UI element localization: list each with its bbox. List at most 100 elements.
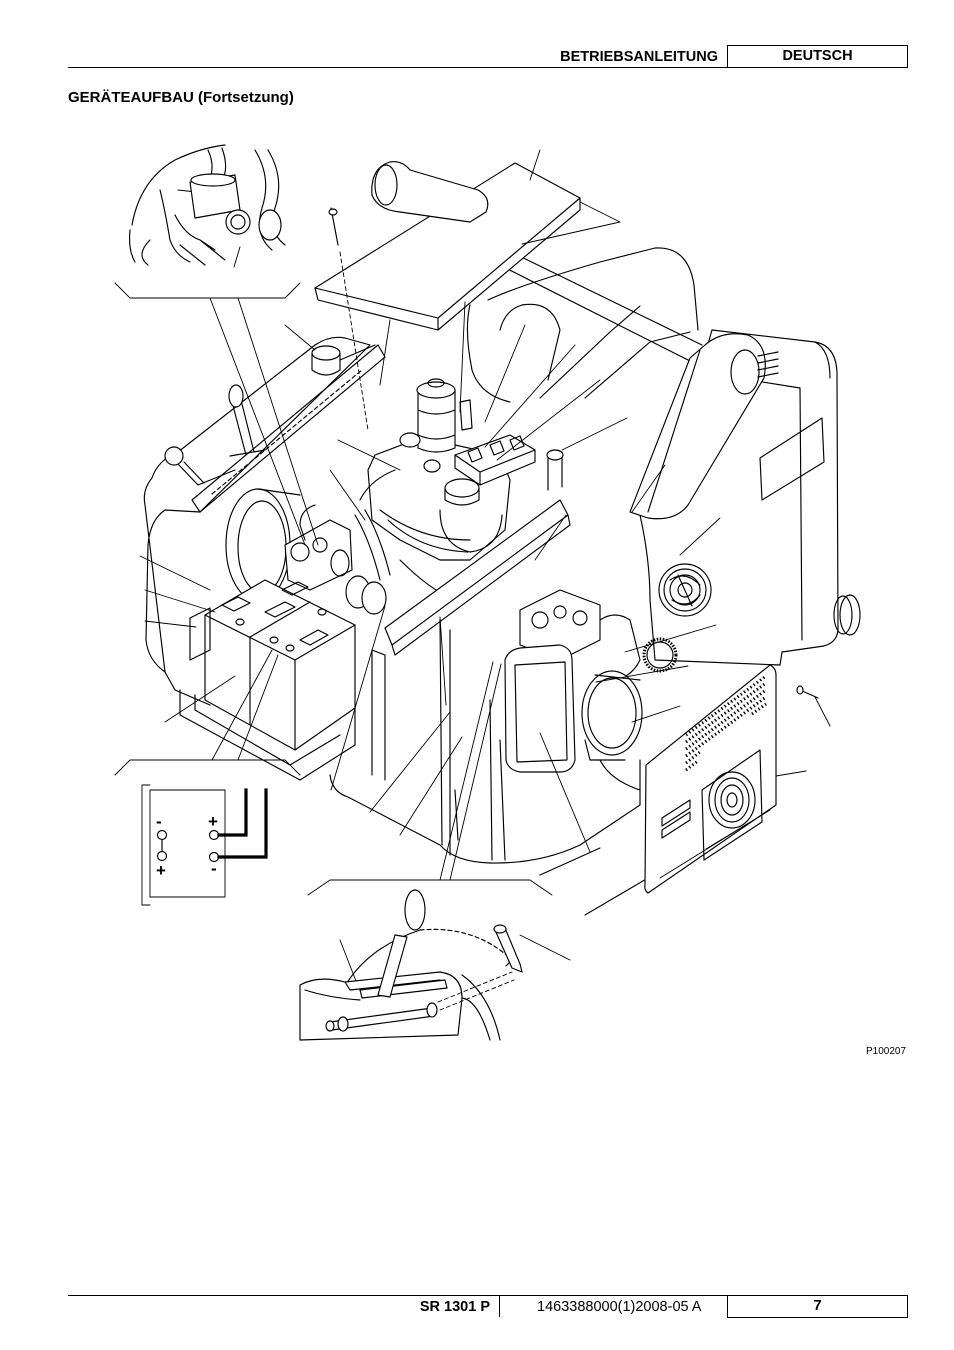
- oil-reservoir: [311, 344, 376, 376]
- pump-inset-fitting-inner: [230, 214, 246, 230]
- left-side-rail-holes: [211, 369, 363, 495]
- fan-grille-ring: [669, 574, 701, 606]
- pump-detail-inset: [128, 144, 286, 266]
- battery-post: [269, 636, 279, 644]
- lever-swing-arc-dashed: [419, 928, 513, 961]
- cover-fan-grille: [720, 784, 744, 816]
- secondary-lever-top: [493, 924, 507, 934]
- suction-ring-mount: [584, 674, 641, 761]
- battery-post: [317, 608, 327, 616]
- terminal-bottom-left: [156, 850, 168, 862]
- pump-inset-outline: [128, 144, 227, 266]
- footer-separator: [499, 1296, 500, 1317]
- front-cover-panel: [644, 664, 777, 894]
- polarity-bottom-right: -: [211, 859, 217, 878]
- footer-doc-number: 1463388000(1)2008-05 A: [537, 1299, 702, 1315]
- cover-fan-frame: [701, 749, 763, 861]
- pump-port: [312, 537, 328, 553]
- linkage-dashed: [437, 971, 515, 1011]
- front-lever-knob: [164, 446, 184, 466]
- pump-housing: [504, 644, 576, 773]
- roll-bar-cap: [730, 349, 760, 395]
- lever-console-details: [304, 974, 501, 1041]
- cover-fan-grille: [708, 771, 756, 829]
- fuel-tank: [439, 509, 503, 553]
- battery-terminals: [221, 581, 329, 646]
- machine-body: [143, 161, 861, 916]
- relays: [467, 435, 525, 463]
- cover-fan-grille: [714, 777, 750, 823]
- valve: [553, 605, 567, 619]
- lock-rod-end: [426, 1002, 438, 1018]
- rear-wheel-outer: [839, 594, 861, 636]
- suction-ring-outer: [581, 670, 643, 756]
- lever-knob: [404, 889, 426, 931]
- fan-grille-hub: [677, 582, 693, 598]
- top-pin-head: [328, 208, 338, 216]
- left-lever-knob: [228, 384, 244, 408]
- roll-bar-bracket: [371, 161, 489, 223]
- roll-bar-bolts: [757, 351, 779, 378]
- pump-flange: [330, 549, 350, 577]
- relay-box: [454, 434, 536, 486]
- cover-slots: [661, 799, 691, 839]
- side-pin-head: [796, 685, 804, 695]
- fuel-filler-cap: [546, 449, 564, 461]
- figure-code: P100207: [866, 1046, 907, 1057]
- oil-reservoir-cap: [311, 345, 341, 361]
- battery-divider: [249, 601, 311, 726]
- coupling: [361, 581, 387, 615]
- fan-grille-ring: [663, 568, 707, 612]
- fan-grille-blades: [669, 574, 701, 607]
- chassis-bottom: [164, 671, 649, 916]
- lock-rod-knob: [325, 1020, 335, 1032]
- suction-ring-inner: [587, 677, 637, 749]
- battery-post: [285, 644, 295, 652]
- footer-rule: [68, 1295, 908, 1296]
- battery-wiring-diagram: - + + -: [141, 784, 268, 906]
- page-number: 7: [727, 1295, 908, 1318]
- cover-fan-grille: [726, 792, 738, 808]
- center-plate: [384, 499, 571, 656]
- hoses: [354, 469, 471, 601]
- air-filter-top: [416, 381, 456, 399]
- center-posts: [371, 619, 451, 856]
- valve: [572, 610, 588, 626]
- negative-cable: [217, 788, 268, 859]
- hydraulic-pump: [284, 504, 353, 591]
- leader-lines: [139, 149, 831, 1023]
- roll-bar-bracket-end: [374, 164, 398, 206]
- left-body-panel: [143, 336, 371, 673]
- hood-lid: [314, 162, 581, 331]
- terminal-top-left: [156, 829, 168, 841]
- front-lever: [177, 461, 236, 486]
- footer-model: SR 1301 P: [419, 1299, 490, 1315]
- secondary-lever: [494, 927, 523, 973]
- terminal-top-right: [208, 829, 220, 841]
- valve: [531, 611, 549, 629]
- batteries: [204, 579, 356, 751]
- diagram-frame: [149, 789, 226, 898]
- rear-wheel-inner: [833, 595, 853, 635]
- engine-cylinder: [423, 459, 441, 473]
- pin-axis: [339, 251, 369, 431]
- air-filter-nut: [427, 378, 445, 388]
- pump-inset-cap: [190, 173, 236, 187]
- inset-projection-lines: [114, 282, 553, 896]
- pump-inset-elbow: [258, 209, 282, 241]
- fan-grille-outer: [658, 563, 712, 617]
- positive-cable: [217, 788, 248, 837]
- lever-detail-inset: [299, 889, 523, 1041]
- pump-port: [290, 542, 310, 562]
- fuse-holder: [459, 399, 473, 431]
- left-side-rail: [191, 344, 386, 513]
- section-title: GERÄTEAUFBAU (Fortsetzung): [68, 89, 294, 106]
- battery-post: [235, 618, 245, 626]
- lock-rod-collar: [337, 1016, 349, 1032]
- engine-cylinder: [399, 432, 421, 448]
- oil-filler-cap: [444, 478, 480, 498]
- manual-label: BETRIEBSANLEITUNG: [560, 49, 718, 65]
- rear-tank: [466, 247, 699, 403]
- pump-housing-inner: [514, 661, 568, 763]
